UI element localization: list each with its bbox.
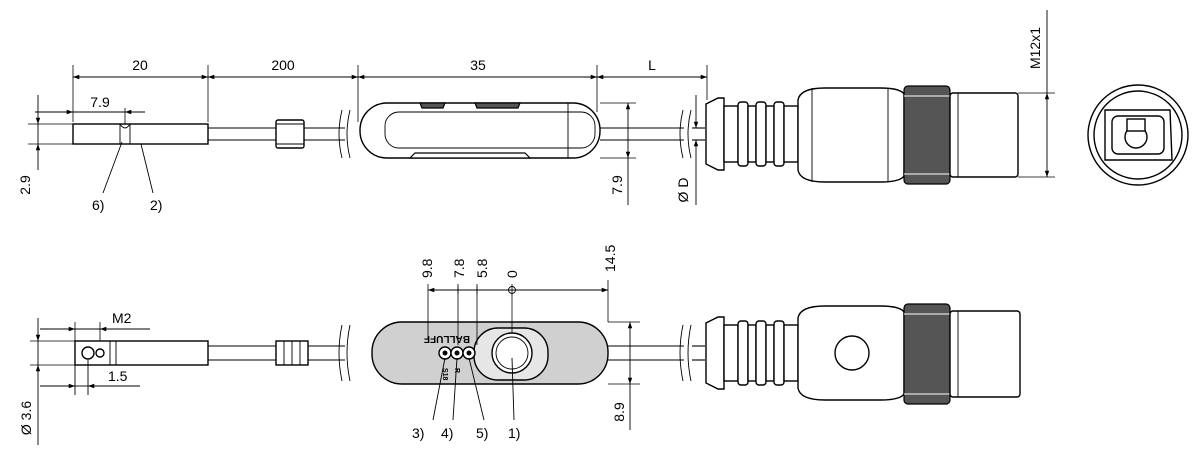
dim-label-20: 20 (132, 57, 148, 73)
dim-label-diameter-3-6: Ø 3.6 (18, 401, 34, 435)
sensor-housing-top (359, 102, 601, 159)
side-view: M2 Ø 3.6 1.5 (18, 245, 1021, 445)
connector-side (705, 303, 1021, 405)
dim-label-8-9: 8.9 (611, 402, 627, 422)
dim-label-m2: M2 (112, 310, 132, 326)
dim-label-35: 35 (470, 57, 486, 73)
connector-end-view (1087, 84, 1189, 186)
dim-label-7-8: 7.8 (451, 258, 467, 278)
dim-label-m12x1: M12x1 (1027, 27, 1043, 69)
callout-4: 4) (441, 425, 453, 441)
dim-label-1-5: 1.5 (108, 368, 128, 384)
callout-3: 3) (412, 425, 424, 441)
dim-label-2-9: 2.9 (17, 175, 33, 195)
dim-label-l: L (648, 57, 656, 73)
callout-5: 5) (476, 425, 488, 441)
callout-1: 1) (508, 425, 520, 441)
callout-6: 6) (92, 197, 104, 213)
dim-label-7-9-h: 7.9 (90, 94, 110, 110)
dim-label-7-9-v: 7.9 (609, 175, 625, 195)
dim-label-14-5: 14.5 (602, 245, 618, 272)
top-view: 20 200 35 L 7.9 2.9 6) 2) (17, 10, 1189, 213)
dim-label-9-8: 9.8 (419, 258, 435, 278)
dim-label-0: 0 (504, 270, 520, 278)
brand-label: BALLUFF (424, 333, 470, 344)
dim-label-diameter-d: Ø D (675, 178, 691, 203)
cable-clip (275, 119, 305, 149)
sensor-tip-side (74, 340, 209, 366)
small-label-1: S18 (441, 368, 448, 381)
dim-label-200: 200 (271, 57, 295, 73)
dim-label-5-8: 5.8 (474, 258, 490, 278)
sensor-tip (72, 123, 209, 145)
sensor-housing-side: BALLUFF S18 R (371, 321, 609, 385)
callout-2: 2) (150, 197, 162, 213)
connector-hole (834, 335, 870, 371)
connector-top (705, 85, 1019, 185)
